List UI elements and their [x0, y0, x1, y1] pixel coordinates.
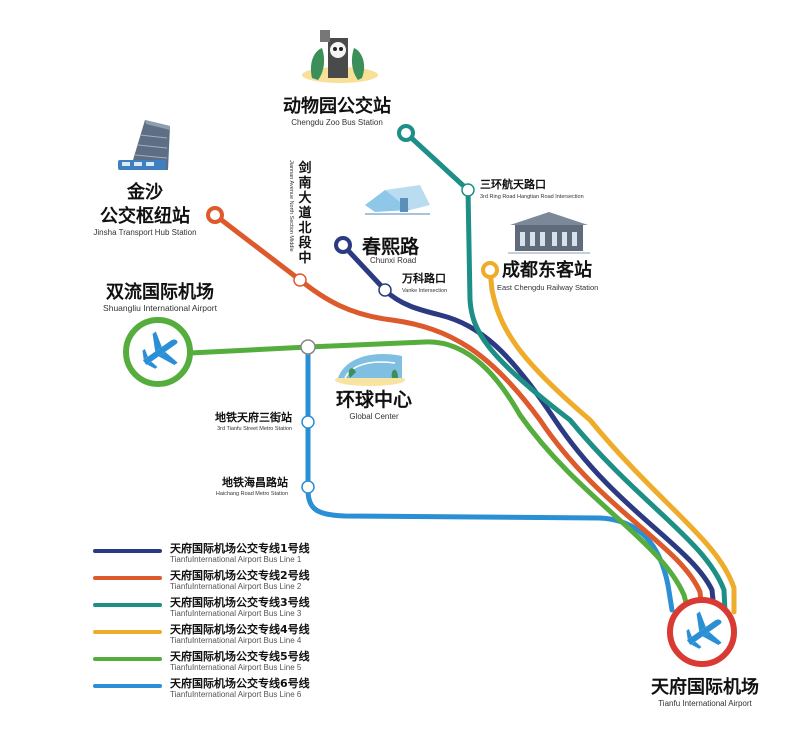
- jinsha-label-zh1: 金沙: [126, 181, 163, 203]
- legend-label-zh: 天府国际机场公交专线2号线: [170, 568, 310, 582]
- svg-text:剑: 剑: [297, 160, 311, 176]
- route-line-2[interactable]: [212, 212, 705, 613]
- station-marker-ring3[interactable]: [461, 183, 475, 197]
- shuangliu-airport-badge[interactable]: [123, 317, 193, 387]
- legend-label-zh: 天府国际机场公交专线5号线: [170, 649, 310, 663]
- legend-label-en: TianfuInternational Airport Bus Line 3: [170, 609, 302, 618]
- global-label-zh: 环球中心: [336, 388, 412, 411]
- svg-text:南: 南: [298, 175, 311, 191]
- legend-label-en: TianfuInternational Airport Bus Line 2: [170, 582, 302, 591]
- legend-label-en: TianfuInternational Airport Bus Line 6: [170, 690, 302, 699]
- svg-text:大: 大: [298, 190, 311, 206]
- legend-label-zh: 天府国际机场公交专线1号线: [170, 541, 310, 555]
- shuangliu-label-zh: 双流国际机场: [106, 281, 214, 303]
- zoo-label-en: Chengdu Zoo Bus Station: [291, 118, 383, 127]
- vanke-label-en: Vanke Intersection: [402, 288, 447, 294]
- zoo-label-zh: 动物园公交站: [283, 95, 391, 117]
- station-markers: [206, 124, 499, 494]
- east-chengdu-illustration: [508, 212, 590, 254]
- legend-label-zh: 天府国际机场公交专线6号线: [170, 676, 310, 690]
- airplane-icon: [686, 611, 722, 649]
- station-marker-tianfu3[interactable]: [301, 415, 315, 429]
- station-marker-jiannan[interactable]: [293, 273, 307, 287]
- station-marker-haichang[interactable]: [301, 480, 315, 494]
- station-marker-zoo[interactable]: [397, 124, 415, 142]
- station-marker-chunxi[interactable]: [334, 236, 352, 254]
- tianfu-airport-label-en: Tianfu International Airport: [658, 699, 752, 708]
- legend-label-en: TianfuInternational Airport Bus Line 1: [170, 555, 302, 564]
- station-marker-east-chengdu[interactable]: [481, 261, 499, 279]
- chunxi-illustration: [365, 185, 430, 215]
- haichang-label-zh: 地铁海昌路站: [222, 475, 288, 489]
- svg-text:中: 中: [298, 250, 311, 266]
- svg-text:段: 段: [298, 235, 311, 251]
- haichang-label-en: Haichang Road Metro Station: [216, 491, 288, 497]
- jiannan-label-en: Jiannan Avenue North Section Middle: [288, 160, 294, 252]
- route-line-6[interactable]: [305, 344, 675, 613]
- chunxi-label-zh: 春熙路: [362, 235, 420, 258]
- legend-label-zh: 天府国际机场公交专线3号线: [170, 595, 310, 609]
- legend-label-en: TianfuInternational Airport Bus Line 4: [170, 636, 302, 645]
- global-label-en: Global Center: [349, 412, 399, 421]
- station-marker-global-interchange[interactable]: [300, 339, 316, 355]
- route-lines: [187, 130, 737, 615]
- zoo-illustration: [302, 30, 378, 83]
- route-line-3[interactable]: [403, 130, 728, 615]
- airplane-icon: [142, 331, 178, 369]
- chunxi-label-en: Chunxi Road: [370, 256, 416, 265]
- tianfu-airport-badge[interactable]: [667, 597, 737, 667]
- east-chengdu-label-en: East Chengdu Railway Station: [497, 283, 598, 292]
- station-marker-jinsha[interactable]: [206, 206, 224, 224]
- ring3-label-zh: 三环航天路口: [480, 177, 546, 191]
- jinsha-label-zh2: 公交枢纽站: [100, 205, 190, 227]
- svg-text:北: 北: [298, 221, 311, 236]
- jinsha-label-en: Jinsha Transport Hub Station: [93, 228, 196, 237]
- ring3-label-en: 3rd Ring Road Hangtian Road Intersection: [480, 194, 584, 200]
- east-chengdu-label-zh: 成都东客站: [502, 259, 592, 281]
- legend-label-zh: 天府国际机场公交专线4号线: [170, 622, 310, 636]
- vanke-label-zh: 万科路口: [401, 271, 446, 285]
- station-marker-vanke[interactable]: [378, 283, 392, 297]
- route-line-4[interactable]: [487, 267, 737, 615]
- route-line-5[interactable]: [187, 339, 691, 613]
- legend-label-en: TianfuInternational Airport Bus Line 5: [170, 663, 302, 672]
- tianfu3-label-zh: 地铁天府三街站: [215, 410, 292, 424]
- global-center-illustration: [335, 354, 405, 386]
- tianfu3-label-en: 3rd Tianfu Street Metro Station: [217, 426, 292, 432]
- tianfu-airport-label-zh: 天府国际机场: [651, 676, 759, 698]
- jinsha-building-illustration: [118, 120, 170, 170]
- shuangliu-label-en: Shuangliu International Airport: [103, 303, 218, 313]
- jiannan-label-zh: 剑 南 大 道 北 段 中: [297, 160, 311, 266]
- svg-text:道: 道: [298, 205, 311, 221]
